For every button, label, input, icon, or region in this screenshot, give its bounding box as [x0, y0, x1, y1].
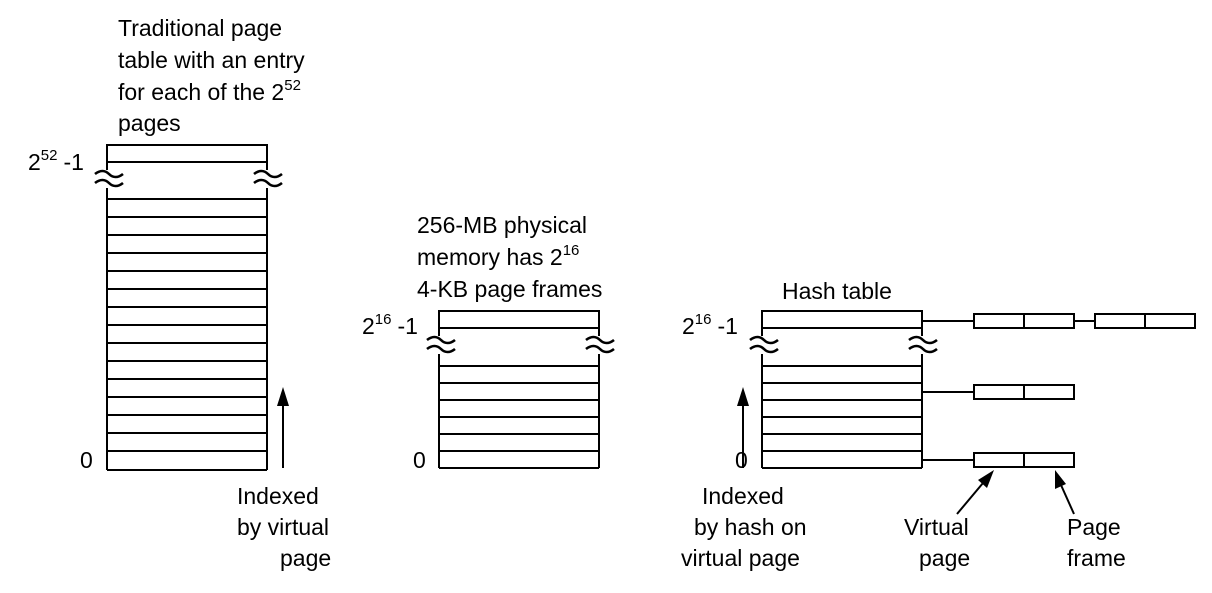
page-frame-label-line-2: frame — [1067, 545, 1126, 571]
page-table-caption: Traditional page table with an entry for… — [118, 15, 305, 136]
virtual-page-arrow — [956, 470, 994, 515]
hash-table-break-left — [749, 335, 779, 354]
hash-table-top-index-label: 216-1 — [682, 311, 738, 339]
hash-table-index-line-3: virtual page — [681, 545, 800, 571]
physical-memory-caption: 256-MB physical memory has 216 4-KB page… — [417, 212, 602, 302]
hash-chain-middle — [922, 384, 1075, 400]
physical-memory-frames — [439, 365, 599, 452]
physical-memory-caption-line-3: 4-KB page frames — [417, 276, 602, 302]
page-table-caption-line-3: for each of the 252 — [118, 77, 301, 105]
hash-chain-top — [922, 313, 1196, 329]
page-table-index-line-3: page — [280, 545, 331, 571]
virtual-page-label-line-2: page — [919, 545, 970, 571]
page-table-entries — [107, 198, 267, 452]
page-table-zero-label: 0 — [80, 447, 93, 473]
page-table — [106, 144, 268, 471]
page-table-index-line-1: Indexed — [237, 483, 319, 509]
page-table-top-entry — [106, 144, 268, 163]
hash-chain-bottom — [922, 452, 1075, 468]
page-frame-label-line-1: Page — [1067, 514, 1121, 540]
page-table-caption-line-4: pages — [118, 110, 181, 136]
hash-table-break-right — [908, 335, 938, 354]
page-table-caption-line-1: Traditional page — [118, 15, 282, 41]
page-table-break-right — [253, 169, 283, 188]
page-table-break-left — [94, 169, 124, 188]
physical-memory-caption-line-1: 256-MB physical — [417, 212, 587, 238]
physical-memory-table — [438, 310, 600, 469]
physical-memory-top-frame — [438, 310, 600, 329]
hash-table-zero-label: 0 — [735, 447, 748, 473]
hash-table — [761, 310, 923, 469]
physical-memory-caption-line-2: memory has 216 — [417, 242, 579, 270]
physical-memory-top-index-label: 216-1 — [362, 311, 418, 339]
hash-table-index-line-2: by hash on — [694, 514, 807, 540]
physical-memory-break-left — [426, 335, 456, 354]
virtual-page-label-line-1: Virtual — [904, 514, 969, 540]
physical-memory-break-right — [585, 335, 615, 354]
page-frame-arrow — [1055, 470, 1075, 515]
page-table-caption-line-2: table with an entry — [118, 47, 305, 73]
physical-memory-zero-label: 0 — [413, 447, 426, 473]
hash-table-index-arrow — [737, 387, 749, 468]
hash-table-top-slot — [761, 310, 923, 329]
hash-table-caption: Hash table — [782, 278, 892, 304]
page-table-top-index-label: 252-1 — [28, 147, 84, 175]
hash-table-index-line-1: Indexed — [702, 483, 784, 509]
hash-table-slots — [762, 365, 922, 452]
page-table-index-arrow — [277, 387, 289, 468]
page-table-index-line-2: by virtual — [237, 514, 329, 540]
